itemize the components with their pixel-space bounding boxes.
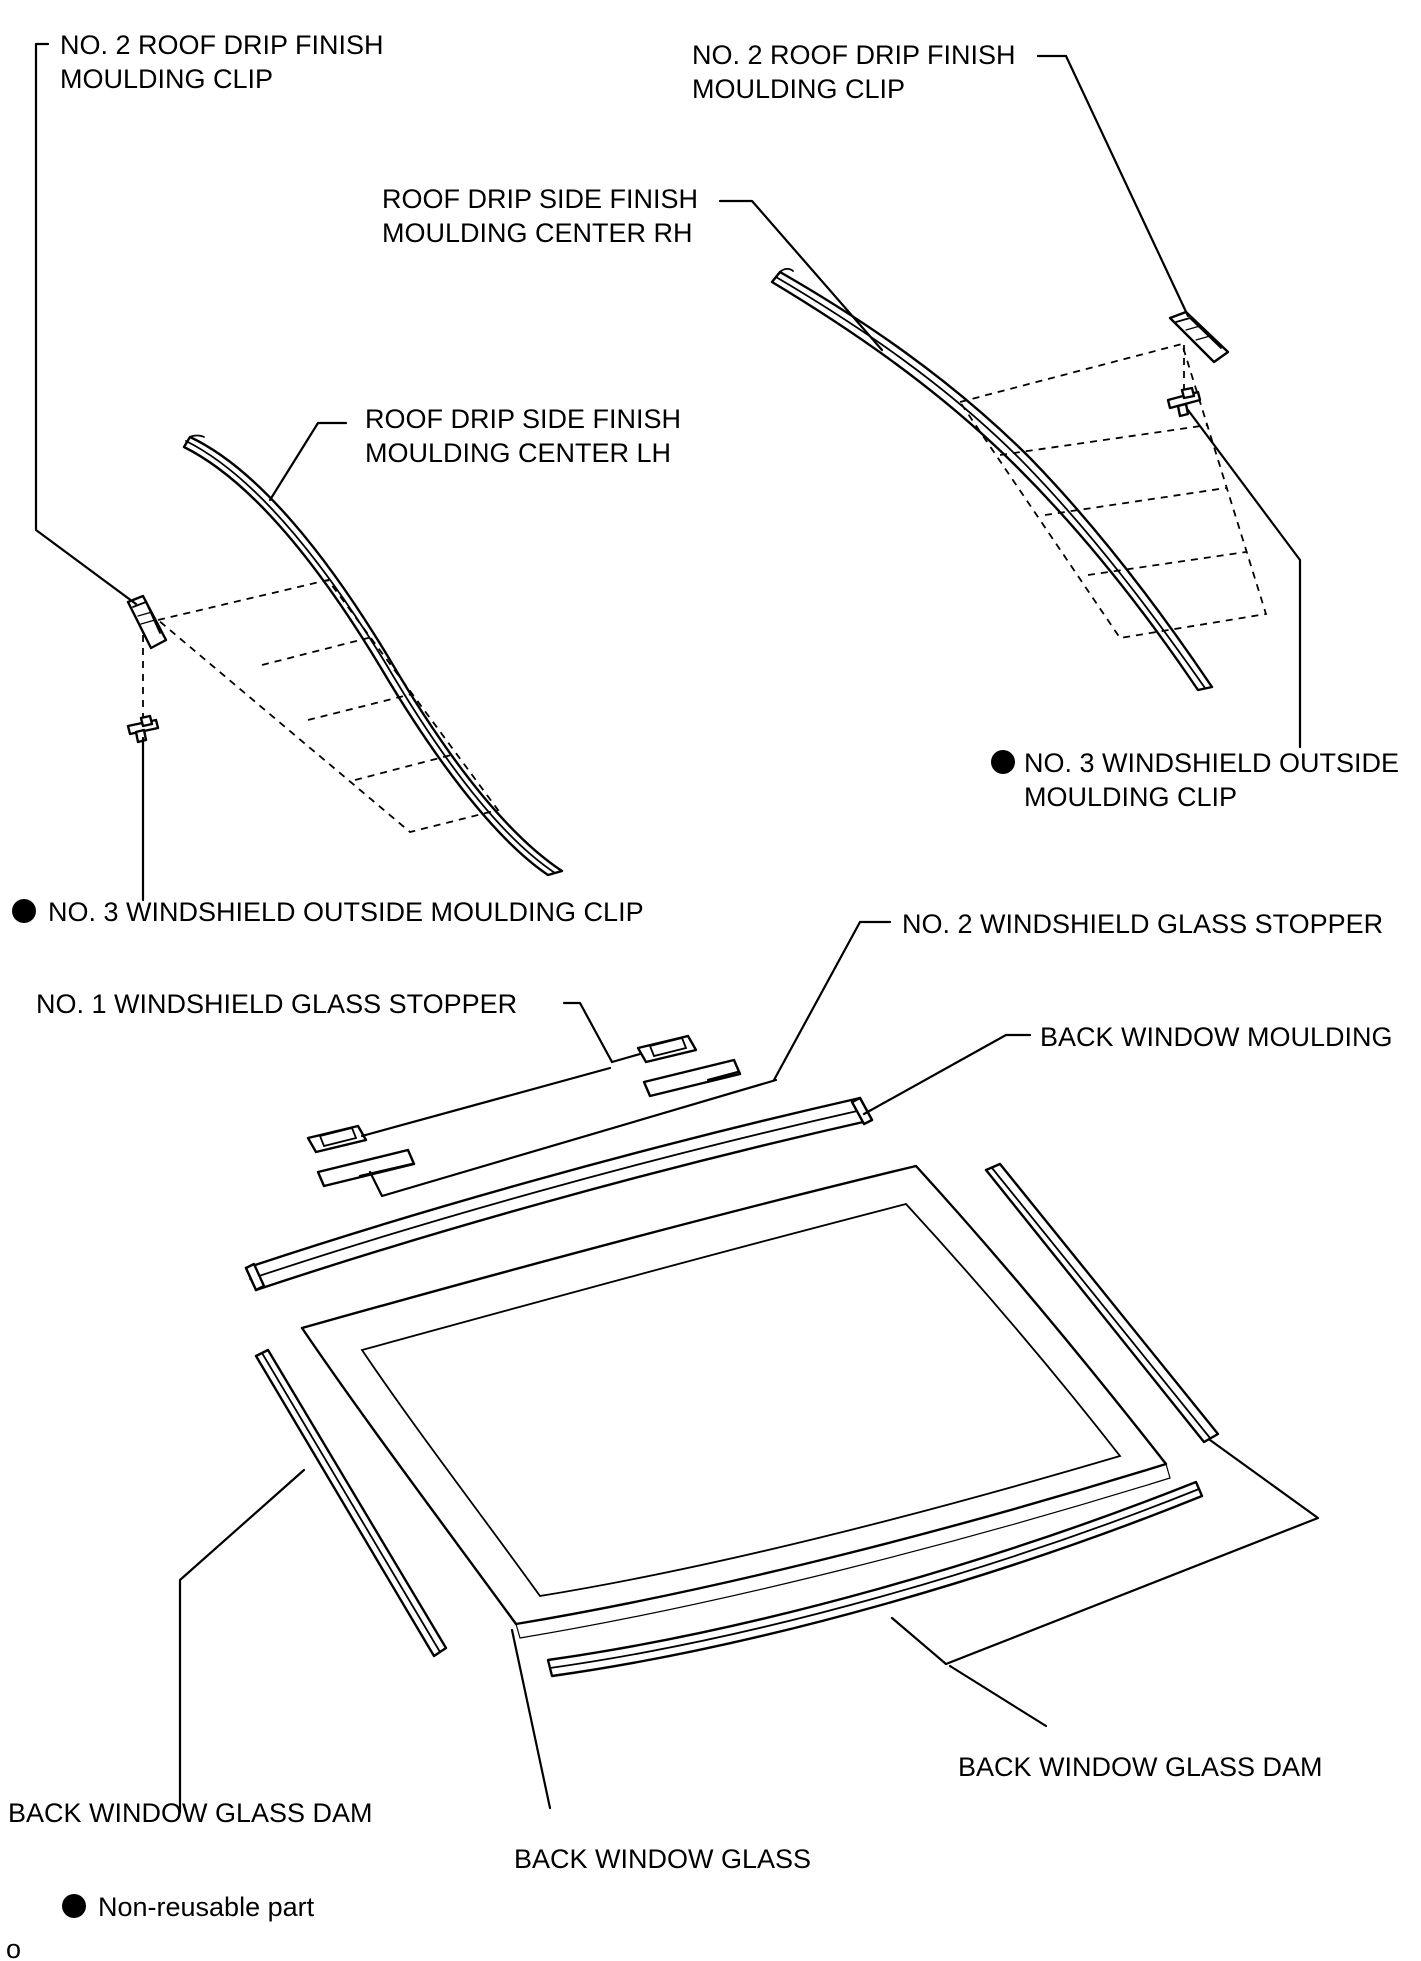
clip-no2-left [126, 594, 168, 650]
mounting-outline-rh [958, 342, 1268, 639]
label-clip3-right-line1: NO. 3 WINDSHIELD OUTSIDE [1024, 748, 1399, 778]
label-clip2-right-line2: MOULDING CLIP [692, 74, 905, 104]
roof-drip-moulding-lh [182, 434, 564, 877]
filled-circle-icon [62, 1894, 86, 1918]
roof-drip-moulding-rh [770, 267, 1214, 692]
clip-no3-right [1166, 386, 1202, 418]
mounting-outline-lh [142, 578, 500, 833]
label-clip2-left-line2: MOULDING CLIP [60, 64, 273, 94]
label-clip3-right-line2: MOULDING CLIP [1024, 782, 1237, 812]
legend: Non-reusable part o [6, 1892, 315, 1961]
leader-lines [34, 42, 1320, 1814]
label-moulding-rh-line2: MOULDING CENTER RH [382, 218, 693, 248]
label-clip3-left: NO. 3 WINDSHIELD OUTSIDE MOULDING CLIP [48, 897, 644, 927]
corner-mark: o [6, 1934, 21, 1961]
glass-dam-left-side [254, 1348, 448, 1658]
back-window-moulding [244, 1096, 874, 1292]
clip-no2-right [1168, 310, 1230, 364]
glass-dam-right-side [984, 1162, 1220, 1444]
label-dam-right: BACK WINDOW GLASS DAM [958, 1752, 1323, 1782]
label-clip2-right-line1: NO. 2 ROOF DRIP FINISH [692, 40, 1016, 70]
stopper-no2-right [642, 1058, 742, 1098]
label-stopper-no2: NO. 2 WINDSHIELD GLASS STOPPER [902, 909, 1383, 939]
stopper-no1-right [636, 1034, 698, 1064]
label-moulding-lh-line1: ROOF DRIP SIDE FINISH [365, 404, 681, 434]
filled-circle-icon [12, 899, 36, 923]
glass-dam-bottom [546, 1480, 1204, 1678]
stopper-no1-left [306, 1124, 368, 1154]
label-dam-left: BACK WINDOW GLASS DAM [8, 1798, 373, 1828]
label-back-window-moulding: BACK WINDOW MOULDING [1040, 1022, 1393, 1052]
back-window-glass [300, 1164, 1171, 1639]
labels: NO. 2 ROOF DRIP FINISH MOULDING CLIP NO.… [8, 30, 1399, 1874]
label-stopper-no1: NO. 1 WINDSHIELD GLASS STOPPER [36, 989, 517, 1019]
label-moulding-lh-line2: MOULDING CENTER LH [365, 438, 671, 468]
stopper-no2-left [316, 1148, 416, 1188]
legend-non-reusable: Non-reusable part [98, 1892, 315, 1922]
label-clip2-left-line1: NO. 2 ROOF DRIP FINISH [60, 30, 384, 60]
filled-circle-icon [991, 750, 1015, 774]
label-moulding-rh-line1: ROOF DRIP SIDE FINISH [382, 184, 698, 214]
label-back-window-glass: BACK WINDOW GLASS [514, 1844, 811, 1874]
